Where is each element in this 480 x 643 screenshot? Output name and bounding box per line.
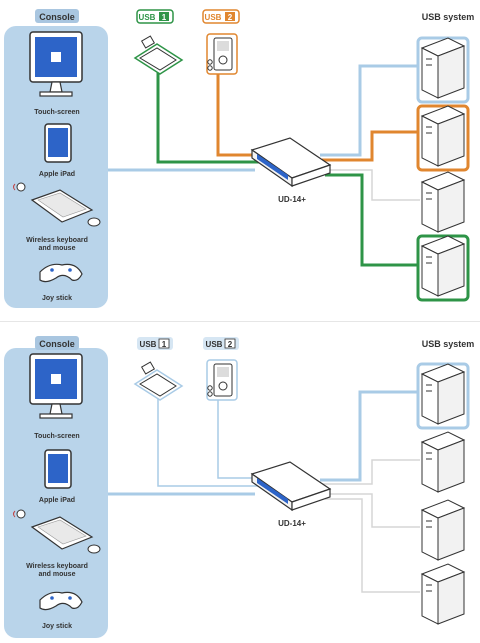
usb1-num-box (159, 12, 169, 21)
line-usb1-to-switch (157, 397, 262, 487)
device-label-keyboard-1: Wireless keyboard (26, 237, 88, 244)
computer-2-icon (416, 104, 470, 172)
computer-4-icon (416, 234, 470, 302)
monitor-icon (29, 353, 83, 419)
joystick-icon (39, 263, 83, 283)
console-label-pill (35, 9, 79, 23)
monitor-icon (29, 31, 83, 97)
diagram-panel-active: Console USB 1 USB 2 USB system Touch-scr… (0, 0, 480, 321)
usb2-label: USB (205, 13, 222, 22)
console-box (4, 348, 108, 638)
line-switch-to-pc2 (322, 459, 420, 485)
device-label-ipad: Apple iPad (39, 171, 75, 178)
computer-3-icon (420, 171, 466, 233)
panel-divider (0, 321, 480, 322)
media-player-icon (206, 359, 238, 401)
usb-system-label: USB system (422, 339, 475, 349)
device-label-touchscreen: Touch-screen (34, 109, 79, 116)
usb2-label: USB (206, 340, 223, 349)
ipad-icon (44, 449, 72, 489)
line-usb1-to-switch (156, 70, 262, 164)
console-label: Console (39, 339, 75, 349)
computer-4-icon (420, 563, 466, 625)
device-label-keyboard-2: and mouse (39, 245, 76, 252)
switch-label: UD-14+ (278, 195, 306, 204)
usb1-num: 1 (162, 340, 167, 349)
console-label: Console (39, 12, 75, 22)
device-label-touchscreen: Touch-screen (34, 433, 79, 440)
console-box (4, 26, 108, 308)
keyboard-mouse-icon (13, 509, 101, 554)
usb1-label: USB (140, 340, 157, 349)
diagram-canvas: Console USB 1 USB 2 USB system Touch-scr… (4, 336, 475, 638)
media-player-icon (206, 33, 238, 75)
usb2-num: 2 (228, 13, 233, 22)
line-switch-to-pc4 (325, 173, 420, 267)
switch-label: UD-14+ (278, 519, 306, 528)
device-label-joystick: Joy stick (42, 623, 72, 630)
switch-device (250, 461, 332, 512)
keyboard-mouse-icon (13, 182, 101, 227)
line-switch-to-pc4 (325, 498, 420, 593)
usb2-num-box (225, 12, 235, 21)
line-usb2-to-switch (217, 398, 262, 479)
diagram-canvas: Console USB 1 USB 2 USB system Touch-scr… (4, 9, 475, 308)
line-switch-to-pc3 (322, 493, 420, 528)
usb-hub-icon (133, 361, 184, 401)
computer-1-icon (416, 36, 470, 104)
console-label-pill (35, 336, 79, 350)
device-label-joystick: Joy stick (42, 295, 72, 302)
usb1-num: 1 (162, 13, 167, 22)
joystick-icon (39, 591, 83, 611)
usb1-label: USB (139, 13, 156, 22)
device-label-keyboard-1: Wireless keyboard (26, 563, 88, 570)
usb2-num: 2 (228, 340, 233, 349)
diagram-panel-idle: Console USB 1 USB 2 USB system Touch-scr… (0, 322, 480, 643)
device-label-keyboard-2: and mouse (39, 571, 76, 578)
usb2-num-box (224, 338, 236, 349)
line-switch-to-pc1 (320, 64, 420, 157)
device-label-ipad: Apple iPad (39, 497, 75, 504)
computer-3-icon (420, 499, 466, 561)
line-switch-to-pc3 (322, 169, 420, 201)
ipad-icon (44, 123, 72, 163)
line-usb2-to-switch (213, 70, 262, 157)
switch-device (250, 137, 332, 188)
usb-system-label: USB system (422, 12, 475, 22)
usb-hub-icon (133, 35, 184, 75)
line-switch-to-pc2 (322, 130, 420, 162)
line-switch-to-pc1 (320, 390, 420, 482)
usb1-num-box (158, 338, 170, 349)
computer-2-icon (420, 431, 466, 493)
computer-1-icon (416, 362, 470, 430)
